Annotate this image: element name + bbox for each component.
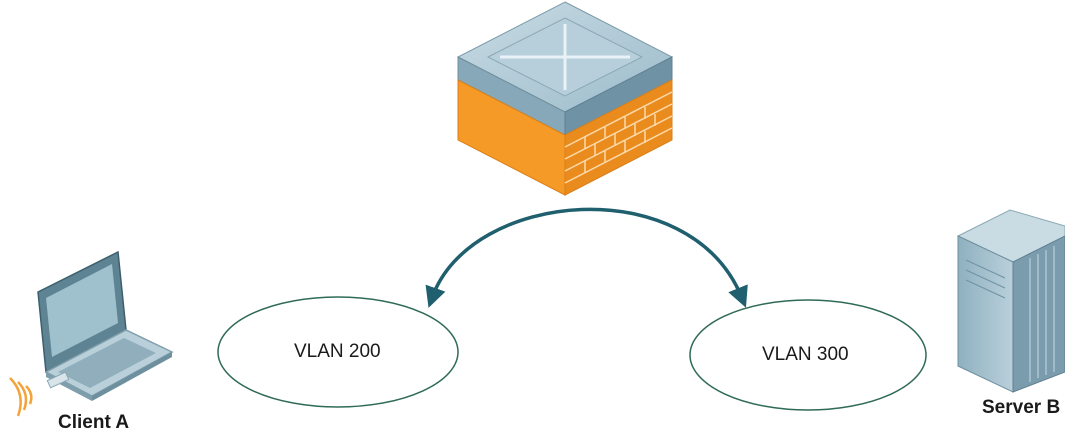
laptop-icon	[37, 250, 174, 401]
vlan-300-ellipse	[689, 299, 927, 411]
firewall-controller-icon	[456, 1, 674, 196]
server-b-label: Server B	[982, 397, 1061, 418]
bidirectional-arrow	[425, 207, 748, 308]
client-a-label: Client A	[58, 412, 130, 433]
vlan-200-label: VLAN 200	[294, 341, 381, 362]
vlan-300-label: VLAN 300	[762, 344, 849, 365]
server-tower-icon	[956, 209, 1065, 393]
wireless-signal-icon	[9, 377, 33, 417]
vlan-200-ellipse	[217, 296, 459, 408]
